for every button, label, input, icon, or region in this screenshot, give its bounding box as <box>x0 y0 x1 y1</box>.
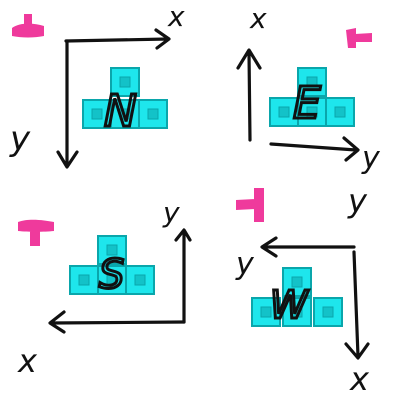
t-piece-west <box>251 267 343 327</box>
t-piece-cell-inner <box>291 306 303 318</box>
t-piece-cell-inner <box>322 306 334 318</box>
quadrant-west: W y x <box>235 188 370 398</box>
quadrant-letter-north: N <box>104 86 137 137</box>
vertical-axis-label-bottom-east: y <box>347 182 368 220</box>
horizontal-axis-label-east: y <box>361 141 381 176</box>
t-piece-cell <box>251 297 281 327</box>
t-piece-cell-inner <box>91 108 103 120</box>
t-piece-cell-inner <box>119 76 131 88</box>
orientation-marker-east <box>346 28 372 48</box>
t-piece-cell <box>125 265 155 295</box>
horizontal-axis-arrow-west <box>260 236 356 258</box>
horizontal-axis-label-west: y <box>235 247 255 282</box>
t-piece-cell <box>313 297 343 327</box>
vertical-axis-label-west: x <box>349 360 370 398</box>
horizontal-axis-label-south: x <box>17 342 38 380</box>
t-piece-cell <box>82 99 112 129</box>
vertical-axis-arrow-north <box>56 39 79 169</box>
t-piece-cell-inner <box>306 106 318 118</box>
vertical-axis-label-north: y <box>9 119 31 159</box>
horizontal-axis-arrow-east <box>269 136 360 162</box>
quadrant-letter-west: W <box>270 283 309 327</box>
t-piece-south <box>69 235 155 295</box>
orientation-marker-west <box>236 188 264 222</box>
t-piece-cell-inner <box>134 274 146 286</box>
quadrant-north: N x y <box>9 0 185 169</box>
vertical-axis-label-east: x <box>249 2 267 35</box>
quadrant-letter-south: S <box>99 252 124 298</box>
orientation-marker-south <box>18 219 54 246</box>
quadrant-east: E x y y <box>236 2 381 220</box>
t-piece-east <box>269 67 355 127</box>
t-piece-cell <box>110 67 140 97</box>
vertical-axis-label-south: y <box>162 196 180 229</box>
horizontal-axis-arrow-north <box>64 28 171 50</box>
vertical-axis-arrow-south <box>174 228 192 324</box>
vertical-axis-arrow-east <box>236 48 262 142</box>
t-piece-cell-inner <box>278 106 290 118</box>
t-piece-cell-inner <box>78 274 90 286</box>
t-piece-cell-inner <box>106 244 118 256</box>
horizontal-axis-arrow-south <box>48 310 186 334</box>
quadrant-south: S y x <box>17 196 192 380</box>
t-piece-cell-inner <box>106 274 118 286</box>
t-piece-cell-inner <box>147 108 159 120</box>
t-piece-cell-inner <box>119 108 131 120</box>
t-piece-cell <box>97 265 127 295</box>
t-piece-cell-inner <box>334 106 346 118</box>
quadrant-letter-east: E <box>293 78 321 129</box>
t-piece-north <box>82 67 168 129</box>
horizontal-axis-label-north: x <box>167 0 185 33</box>
vertical-axis-arrow-west <box>344 250 370 360</box>
orientation-marker-north <box>12 14 44 38</box>
t-piece-cell-inner <box>260 306 272 318</box>
t-piece-cell-inner <box>306 76 318 88</box>
t-piece-cell-inner <box>291 276 303 288</box>
